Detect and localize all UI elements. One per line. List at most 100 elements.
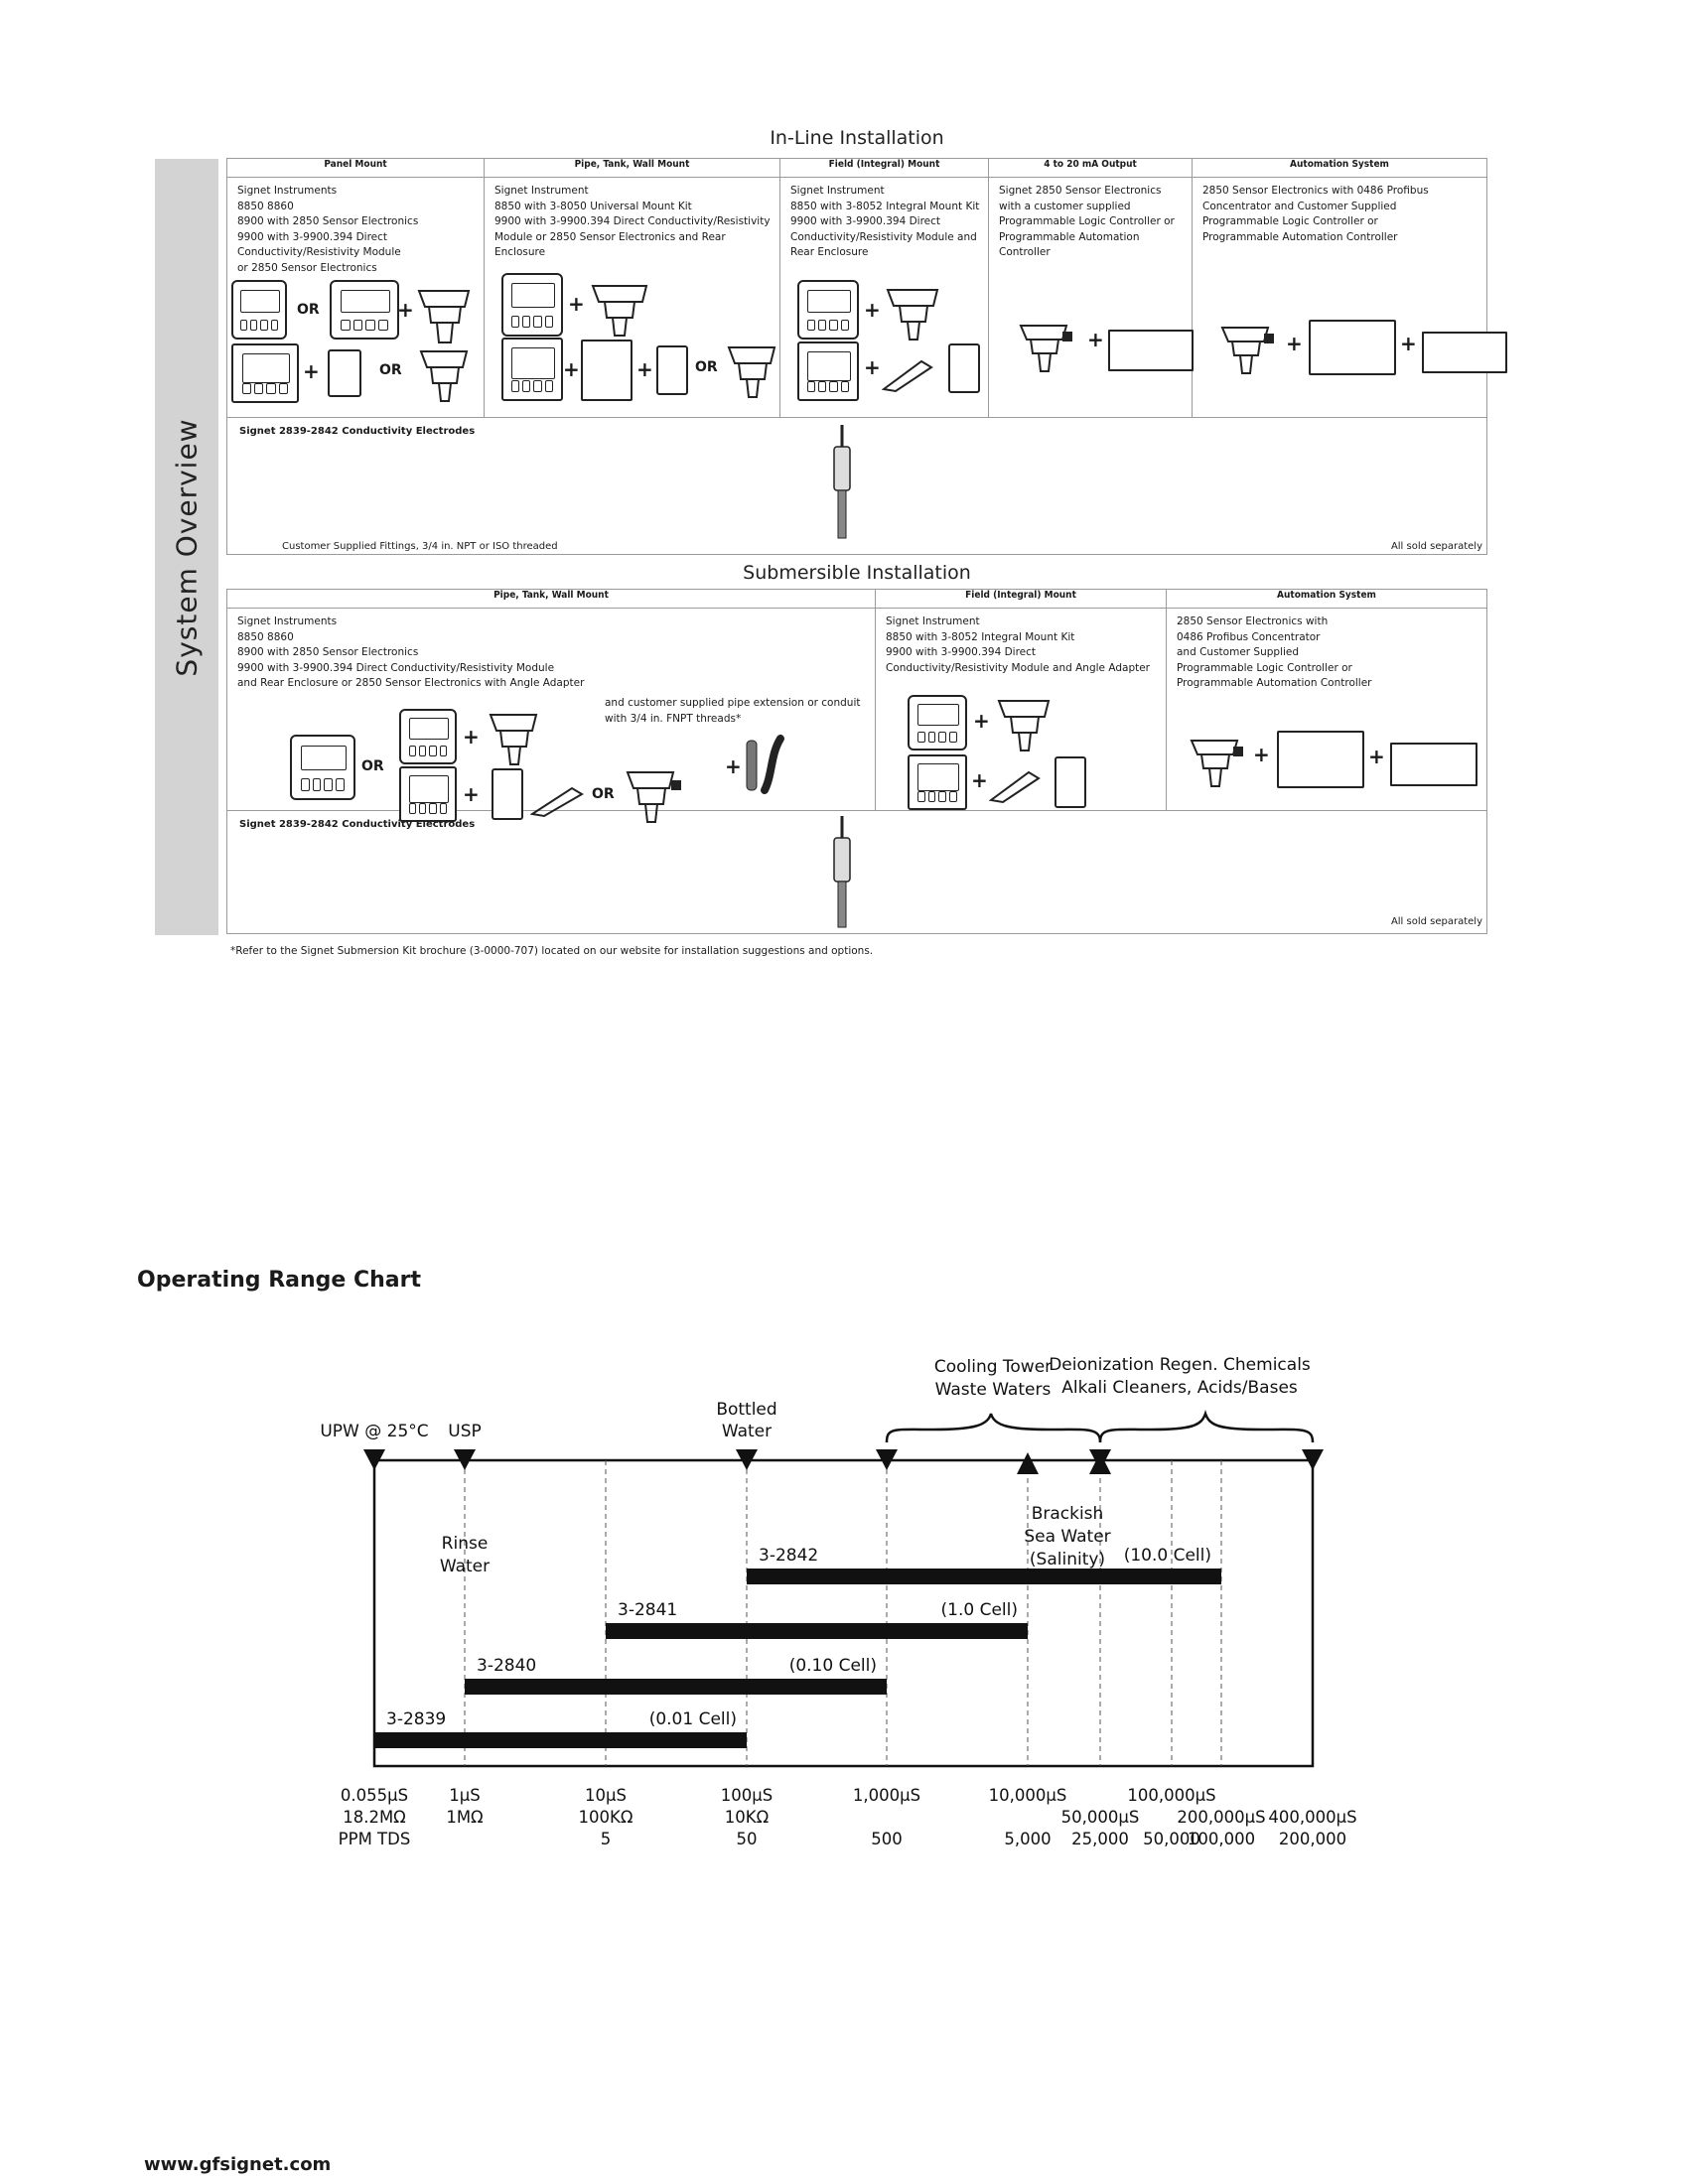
sidebar-label: System Overview	[170, 417, 204, 677]
inline-col-header: Field (Integral) Mount	[779, 158, 989, 178]
electrodes-label: Signet 2839-2842 Conductivity Electrodes	[239, 426, 476, 437]
submersible-title: Submersible Installation	[743, 562, 971, 584]
inline-col-header: Panel Mount	[226, 158, 485, 178]
tick-label: 100,000µS	[1127, 1786, 1215, 1805]
tick-label: 25,000	[1071, 1830, 1129, 1848]
brace-deionization	[1098, 1410, 1315, 1443]
sub-col-header: Automation System	[1166, 589, 1487, 609]
range-bar	[465, 1679, 887, 1695]
inline-cell-4-20: Signet 2850 Sensor Electronics with a cu…	[988, 177, 1193, 418]
cell-description: 2850 Sensor Electronics with 0486 Profib…	[1177, 615, 1372, 689]
annotation-label: Sea Water	[1024, 1527, 1110, 1547]
tick-label: 10µS	[585, 1786, 627, 1805]
annotation-label: Rinse	[442, 1534, 489, 1554]
cell-extra-note: and customer supplied pipe extension or …	[605, 697, 861, 725]
tick-label: 50,000	[1143, 1830, 1200, 1848]
marker-down-icon	[736, 1449, 758, 1470]
tick-label: 400,000µS	[1268, 1808, 1356, 1827]
sub-electrodes-row: Signet 2839-2842 Conductivity Electrodes…	[226, 810, 1487, 934]
range-name-label: 3-2839	[386, 1709, 446, 1729]
marker-down-icon	[1302, 1449, 1324, 1470]
tick-label: 100KΩ	[579, 1808, 633, 1827]
tick-label: 1µS	[449, 1786, 480, 1805]
submersible-table: Pipe, Tank, Wall Mount Field (Integral) …	[226, 589, 1487, 934]
tick-label: 1MΩ	[446, 1808, 483, 1827]
range-cell-label: (0.01 Cell)	[649, 1709, 737, 1729]
annotation-label: Waste Waters	[935, 1380, 1052, 1400]
sold-separately-note: All sold separately	[1390, 541, 1482, 552]
range-cell-label: (10.0 Cell)	[1124, 1546, 1211, 1566]
tick-label: 200,000	[1279, 1830, 1346, 1848]
sub-cell-automation: 2850 Sensor Electronics with 0486 Profib…	[1166, 608, 1487, 811]
tick-label: 200,000µS	[1177, 1808, 1265, 1827]
inline-col-header: 4 to 20 mA Output	[988, 158, 1193, 178]
range-bar	[374, 1732, 747, 1748]
inline-table: Panel Mount Pipe, Tank, Wall Mount Field…	[226, 158, 1487, 555]
fittings-note: Customer Supplied Fittings, 3/4 in. NPT …	[282, 541, 558, 552]
annotation-label: Cooling Tower	[934, 1357, 1052, 1377]
inline-title: In-Line Installation	[770, 127, 944, 149]
inline-cell-automation: 2850 Sensor Electronics with 0486 Profib…	[1192, 177, 1487, 418]
inline-cell-panel: Signet Instruments 8850 8860 8900 with 2…	[226, 177, 485, 418]
tick-label: 50	[737, 1830, 758, 1848]
cell-description: Signet Instrument 8850 with 3-8050 Unive…	[494, 185, 771, 258]
marker-down-icon	[454, 1449, 476, 1470]
cell-description: 2850 Sensor Electronics with 0486 Profib…	[1202, 185, 1429, 243]
marker-label: USP	[448, 1422, 482, 1441]
marker-label: UPW @ 25°C	[320, 1422, 428, 1441]
brace-cooling	[885, 1413, 1102, 1443]
annotation-label: Deionization Regen. Chemicals	[1049, 1355, 1311, 1375]
annotation-label: Water	[440, 1557, 490, 1576]
marker-up-icon	[1089, 1452, 1111, 1474]
inline-cell-pipe: Signet Instrument 8850 with 3-8050 Unive…	[484, 177, 780, 418]
range-bar	[747, 1569, 1221, 1584]
range-cell-label: (1.0 Cell)	[941, 1600, 1018, 1620]
sub-col-header: Pipe, Tank, Wall Mount	[226, 589, 876, 609]
marker-up-icon	[1017, 1452, 1039, 1474]
chart-frame	[372, 1458, 1315, 1768]
sidebar-band	[155, 159, 218, 935]
sub-col-header: Field (Integral) Mount	[875, 589, 1167, 609]
tick-label: 10,000µS	[989, 1786, 1067, 1805]
range-bar	[606, 1623, 1028, 1639]
cell-description: Signet Instrument 8850 with 3-8052 Integ…	[790, 185, 980, 258]
tick-label: PPM TDS	[339, 1830, 411, 1848]
footnote: *Refer to the Signet Submersion Kit broc…	[230, 945, 874, 957]
tick-label: 1,000µS	[853, 1786, 920, 1805]
range-name-label: 3-2842	[759, 1546, 818, 1566]
cell-description: Signet Instruments 8850 8860 8900 with 2…	[237, 615, 585, 689]
marker-label: Bottled	[716, 1400, 776, 1420]
electrodes-label: Signet 2839-2842 Conductivity Electrodes	[239, 819, 476, 830]
range-name-label: 3-2840	[477, 1656, 536, 1676]
tick-label: 50,000µS	[1061, 1808, 1140, 1827]
range-cell-label: (0.10 Cell)	[789, 1656, 877, 1676]
sold-separately-note: All sold separately	[1390, 916, 1482, 927]
annotation-label: (Salinity)	[1030, 1550, 1105, 1570]
inline-col-header: Automation System	[1192, 158, 1487, 178]
cell-description: Signet 2850 Sensor Electronics with a cu…	[999, 185, 1175, 258]
operating-range-chart: 3-2842 (10.0 Cell) 3-2841 (1.0 Cell) 3-2840 (…	[320, 1355, 1356, 1848]
inline-cell-field: Signet Instrument 8850 with 3-8052 Integ…	[779, 177, 989, 418]
tick-label: 100µS	[721, 1786, 773, 1805]
inline-electrodes-row: Signet 2839-2842 Conductivity Electrodes…	[226, 417, 1487, 555]
tick-label: 10KΩ	[725, 1808, 769, 1827]
inline-col-header: Pipe, Tank, Wall Mount	[484, 158, 780, 178]
sub-cell-pipe: Signet Instruments 8850 8860 8900 with 2…	[226, 608, 876, 811]
marker-down-icon	[876, 1449, 898, 1470]
footer-url[interactable]: www.gfsignet.com	[144, 2154, 332, 2175]
tick-label: 5,000	[1004, 1830, 1051, 1848]
chart-title: Operating Range Chart	[137, 1268, 421, 1293]
tick-label: 100,000	[1188, 1830, 1255, 1848]
range-name-label: 3-2841	[618, 1600, 677, 1620]
annotation-label: Alkali Cleaners, Acids/Bases	[1061, 1378, 1298, 1398]
tick-label: 18.2MΩ	[343, 1808, 406, 1827]
cell-description: Signet Instrument 8850 with 3-8052 Integ…	[886, 615, 1150, 674]
cell-description: Signet Instruments 8850 8860 8900 with 2…	[237, 185, 419, 274]
marker-label: Water	[722, 1422, 772, 1441]
tick-label: 5	[601, 1830, 612, 1848]
tick-label: 0.055µS	[341, 1786, 408, 1805]
tick-label: 500	[871, 1830, 903, 1848]
annotation-label: Brackish	[1032, 1504, 1104, 1524]
marker-down-icon	[363, 1449, 385, 1470]
sub-cell-field: Signet Instrument 8850 with 3-8052 Integ…	[875, 608, 1167, 811]
